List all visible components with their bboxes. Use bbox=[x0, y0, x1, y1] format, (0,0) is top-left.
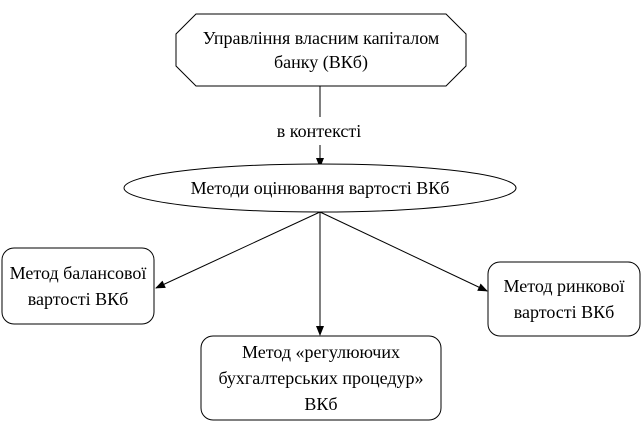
top-node-shape bbox=[175, 13, 467, 87]
balance-method-label: Метод балансової вартості ВКб bbox=[9, 263, 147, 309]
regulating-method-box bbox=[200, 335, 442, 421]
market-method-label: Метод ринкової вартості ВКб bbox=[503, 276, 625, 322]
balance-method-box bbox=[1, 247, 155, 325]
regulating-method-label: Метод «регулюючих бухгалтерських процеду… bbox=[218, 342, 424, 414]
arrow-to-market-method bbox=[319, 211, 488, 292]
center-node-label: Методи оцінювання вартості ВКб bbox=[190, 178, 450, 198]
top-node-label: Управління власним капіталом банку (ВКб) bbox=[202, 28, 440, 72]
edge-label-context: в контексті bbox=[276, 121, 362, 141]
arrow-to-balance-method bbox=[155, 211, 321, 289]
market-method-box bbox=[487, 261, 641, 337]
